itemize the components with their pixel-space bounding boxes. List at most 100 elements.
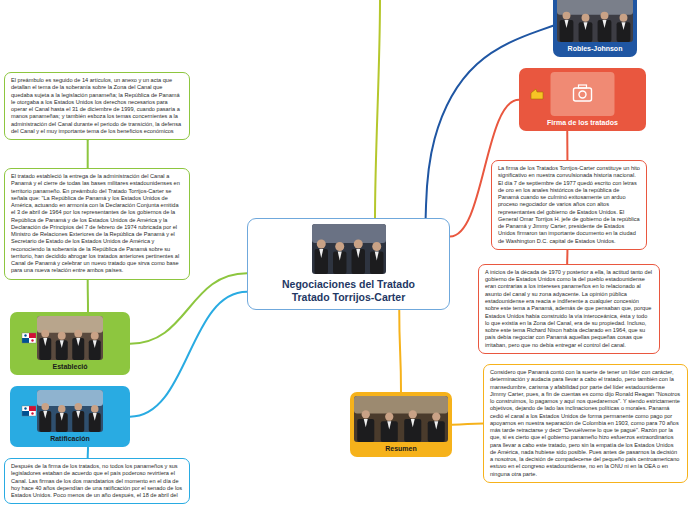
note-text: El preámbulo es seguido de 14 artículos,…	[11, 77, 183, 135]
branch-connector	[452, 423, 483, 424]
note-box: El preámbulo es seguido de 14 artículos,…	[4, 72, 190, 140]
flag-border	[22, 406, 36, 416]
flag-quarter	[22, 406, 29, 411]
photo-frame	[37, 390, 103, 432]
flag-quarter	[29, 406, 36, 411]
person-body	[72, 411, 84, 432]
topic-box: Firma de los tratados	[519, 68, 646, 131]
photo-frame	[557, 0, 633, 42]
person-body	[351, 249, 364, 274]
flag-star	[24, 334, 26, 336]
person-body	[381, 421, 398, 442]
person-body	[333, 252, 346, 275]
flag-star	[31, 339, 33, 341]
topic-label: Firma de los tratados	[547, 119, 618, 127]
note-box: El tratado estableció la entrega de la a…	[4, 168, 190, 280]
person-body	[428, 421, 445, 442]
person-head	[563, 12, 571, 20]
note-box: La firma de los Tratados Torrijos-Carter…	[491, 160, 647, 250]
person-shirt	[43, 411, 47, 419]
flag-quarter	[22, 333, 29, 338]
person-head	[601, 12, 609, 20]
flag-border	[22, 333, 36, 343]
branch-connector	[87, 140, 89, 168]
flag-quarter	[29, 338, 36, 343]
person-shirt	[43, 338, 47, 346]
person-head	[58, 332, 66, 340]
picture	[523, 72, 642, 116]
topic-label: Ratificación	[50, 435, 90, 443]
note-text: El tratado estableció la entrega de la a…	[11, 173, 183, 275]
person-head	[362, 410, 370, 418]
topic-box: Ratificación	[10, 386, 130, 447]
note-text: A inicios de la década de 1970 y posteri…	[485, 269, 653, 349]
camera-top	[579, 85, 587, 88]
person-shirt	[337, 252, 341, 261]
flag-quarter	[22, 411, 29, 416]
person-body	[579, 22, 593, 42]
photo-frame	[312, 224, 386, 274]
note-box: A inicios de la década de 1970 y posteri…	[478, 264, 660, 354]
person-head	[409, 410, 417, 418]
flag-icon	[22, 333, 36, 343]
picture	[14, 316, 126, 360]
person-shirt	[93, 340, 97, 348]
person-shirt	[565, 20, 569, 28]
person-shirt	[411, 419, 415, 427]
photo	[37, 390, 103, 432]
picture	[354, 396, 448, 442]
person-body	[39, 411, 51, 432]
person-head	[353, 240, 362, 249]
flag-star	[24, 407, 26, 409]
camera-body	[574, 88, 592, 101]
note-box: Después de la firma de los tratados, no …	[4, 458, 190, 504]
photo-frame	[354, 396, 448, 442]
person-body	[617, 22, 631, 42]
person-head	[335, 242, 344, 251]
note-text: La firma de los Tratados Torrijos-Carter…	[498, 165, 640, 245]
person-head	[91, 332, 99, 340]
person-head	[41, 403, 49, 411]
hand-shape	[531, 89, 543, 99]
camera-lens	[579, 91, 586, 98]
person-shirt	[374, 252, 378, 261]
branch-connector	[130, 292, 247, 417]
person-shirt	[622, 22, 626, 30]
person-body	[357, 419, 374, 442]
photo-frame	[37, 316, 103, 360]
flag-quarter	[29, 411, 36, 416]
person-shirt	[387, 421, 391, 429]
note-text: Considero que Panamá contó con la suerte…	[490, 369, 681, 478]
topic-box: Robles-Johnson	[553, 0, 637, 57]
person-body	[598, 20, 612, 42]
person-body	[89, 413, 101, 432]
topic-label: Robles-Johnson	[568, 45, 623, 53]
topic-label: Resumen	[385, 445, 417, 453]
hand-icon	[531, 89, 543, 99]
person-head	[74, 403, 82, 411]
photo-background	[354, 396, 448, 413]
person-head	[74, 330, 82, 338]
person-head	[620, 14, 628, 22]
photo	[354, 396, 448, 442]
person-body	[89, 340, 101, 360]
branch-connector	[399, 310, 401, 392]
person-body	[72, 338, 84, 360]
central-topic: Negociaciones del Tratado Tratado Torrij…	[247, 218, 450, 310]
picture	[557, 0, 633, 42]
person-shirt	[319, 249, 323, 258]
flag-star	[31, 412, 33, 414]
branch-connector	[566, 131, 568, 160]
offscreen-branch	[375, 0, 380, 219]
person-shirt	[76, 338, 80, 346]
person-shirt	[76, 411, 80, 419]
person-head	[58, 405, 66, 413]
person-body	[56, 340, 68, 360]
person-head	[91, 405, 99, 413]
note-text: Después de la firma de los tratados, no …	[11, 463, 183, 499]
branch-connector	[566, 250, 568, 264]
person-head	[41, 330, 49, 338]
branch-connector	[130, 273, 247, 343]
picture	[14, 390, 126, 432]
